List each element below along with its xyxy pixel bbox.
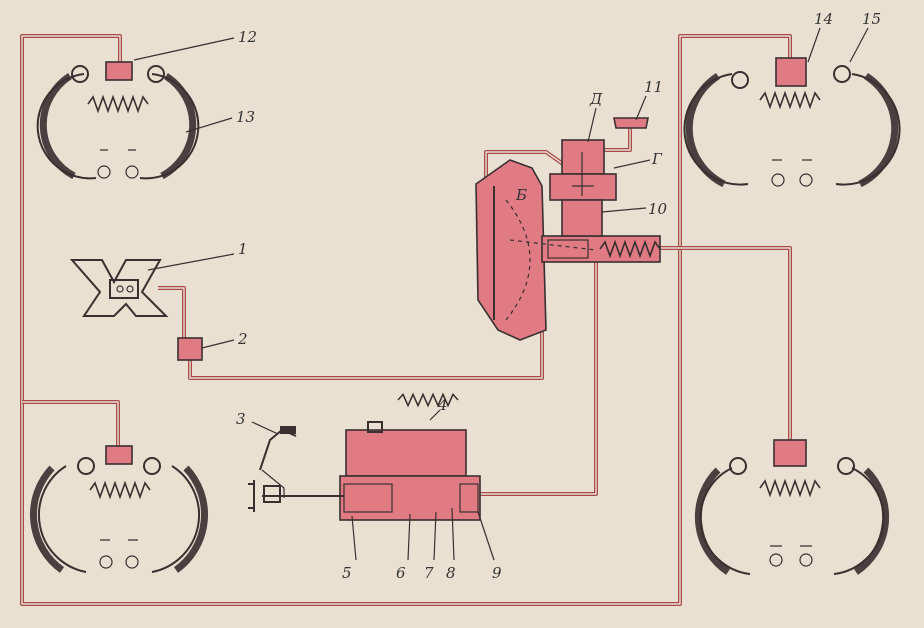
label-5: 5 <box>342 564 352 582</box>
label-2: 2 <box>237 330 248 348</box>
air-filter <box>613 117 649 129</box>
vacuum-pipe-to-booster <box>188 320 544 380</box>
intake-manifold <box>69 259 169 317</box>
label-10: 10 <box>648 200 668 218</box>
wheel-brake-rear-right <box>694 439 890 575</box>
labels: 1 2 3 4 5 6 7 8 9 10 11 12 13 14 15 Б Г … <box>236 10 881 582</box>
pipe-bottom-left-wheel <box>22 400 120 448</box>
vacuum-booster <box>475 117 661 341</box>
label-6: 6 <box>396 564 406 582</box>
control-valve-piston <box>561 199 603 237</box>
label-9: 9 <box>492 564 502 582</box>
label-4: 4 <box>437 396 448 414</box>
label-13: 13 <box>236 108 255 126</box>
label-3: 3 <box>236 410 246 428</box>
cylinder-body <box>339 475 481 521</box>
brake-pipes <box>20 34 792 606</box>
control-valve-upper <box>561 139 605 175</box>
wheel-brake-front-left <box>36 61 200 180</box>
wheel-cylinder-fl <box>105 61 133 81</box>
label-g: Г <box>651 150 663 168</box>
label-11: 11 <box>644 78 663 96</box>
wheel-cylinder-rl <box>105 445 133 465</box>
pipe-air-filter <box>604 128 632 152</box>
wheel-brake-rear-left <box>30 445 208 573</box>
wheel-brake-front-right <box>683 57 901 188</box>
vacuum-pipe-manifold <box>158 286 186 340</box>
label-7: 7 <box>424 564 434 582</box>
check-valve <box>177 337 203 361</box>
label-15: 15 <box>862 10 881 28</box>
label-12: 12 <box>238 28 257 46</box>
leader-lines <box>133 27 869 561</box>
master-cylinder <box>339 393 481 521</box>
control-valve-lower <box>549 173 617 201</box>
label-8: 8 <box>446 564 456 582</box>
fluid-reservoir <box>345 429 467 477</box>
label-b: Б <box>515 186 527 204</box>
wheel-cylinder-rr <box>773 439 807 467</box>
brake-pedal <box>248 426 344 512</box>
label-d: Д <box>589 90 603 108</box>
label-14: 14 <box>814 10 833 28</box>
wheel-cylinder-fr <box>775 57 807 87</box>
label-1: 1 <box>238 240 248 258</box>
